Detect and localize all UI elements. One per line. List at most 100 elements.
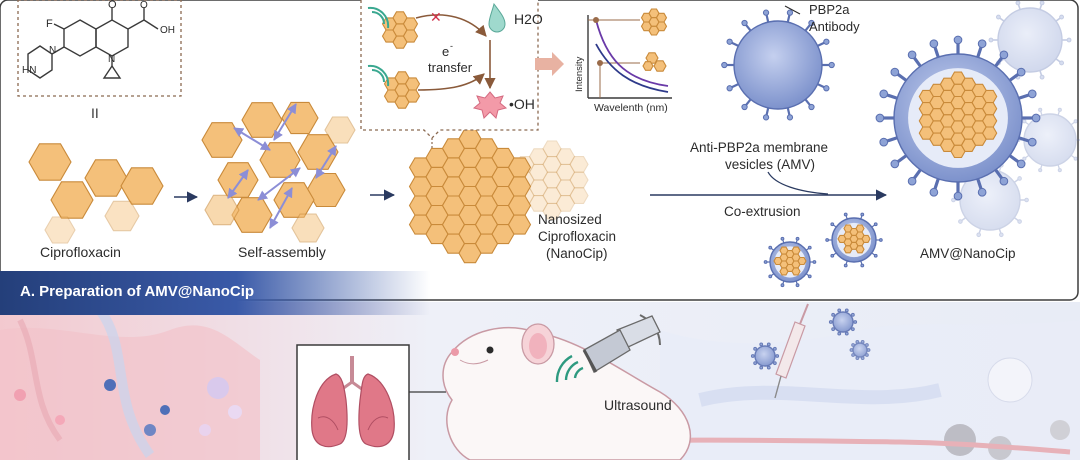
antibody-tip [741,19,748,27]
hexagon-particle [555,148,576,165]
atom-n-ring: N [108,54,115,65]
hexagon-particle [528,163,549,181]
antibody-tip [808,19,815,27]
hexagon-particle [507,157,532,178]
antibody-tip [929,187,939,197]
antibody-tip [726,85,733,92]
section-header-bar [0,271,430,315]
hexagon-particle [542,156,562,173]
antibody-tip [823,85,830,92]
antibody-tip [1027,137,1037,147]
label-amv-line2: vesicles (AMV) [725,157,815,172]
antibody-tip [1027,89,1037,99]
antibody-tip [907,50,917,60]
antibody-tip [1022,119,1027,124]
assembly-arrow [227,169,249,199]
ciprofloxacin-structure [27,8,159,79]
antibody-tip [780,283,785,288]
antibody-tip [1057,107,1062,112]
antibody-tip [768,245,773,250]
antibody-spike [1039,164,1043,171]
antibody-tip [1073,119,1078,124]
antibody-tip [766,365,771,370]
label-nanocip-line2: Ciprofloxacin [538,229,616,244]
assembly-arrow [233,127,271,151]
hexagon-particle [542,140,562,158]
vesicle [721,9,835,121]
antibody-spike [1057,164,1061,171]
antibody-spike [997,16,1005,22]
antibody-tip [1016,159,1026,169]
equivalence-symbol: II [91,105,99,121]
antibody-spike [1023,120,1030,126]
hexagon-particle [28,143,72,181]
arrow-blocked [415,14,487,37]
hexagon-particle [855,224,865,233]
label-nanocip-line3: (NanoCip) [546,246,608,261]
antibody-spike [998,228,1003,236]
atom-hn: HN [22,65,36,76]
label-e: e [442,44,449,59]
hexagon-particle [791,246,801,255]
antibody-tip [837,331,842,336]
label-oh: •OH [509,96,535,112]
hexagon-particle [507,195,532,216]
antibody-tip [1039,74,1045,80]
antibody-tip [808,103,815,111]
antibody-tip [750,354,755,358]
hexagon-particle [981,89,998,104]
antibody-tip [772,361,777,366]
antibody-tip [951,197,956,203]
antibody-tip [772,346,777,351]
hexagon-particle [981,126,998,140]
antibody-tip [807,274,812,279]
antibody-tip [1073,156,1078,161]
vesicle [875,35,1041,201]
antibody-tip [721,61,728,69]
antibody-tip [741,103,748,111]
antibody-tip [807,245,812,250]
label-ultrasound: Ultrasound [604,397,672,413]
hexagon-particle [797,256,807,266]
label-nanocip-line1: Nanosized [538,212,602,227]
antibody-tip [873,222,878,227]
antibody-tip [759,365,764,370]
antibody-tip [999,232,1004,238]
antibody-tip [843,212,848,217]
encapsulated-nanocip [837,224,871,254]
atom-n-piperazine: N [49,45,56,56]
antibody-tip [753,346,758,351]
spectrum-curve-blue [595,43,669,93]
hexagon-particle [855,245,865,254]
label-antibody-line1: PBP2a [809,2,850,17]
vesicle-membrane [832,311,854,333]
spectrum-curve-purple [595,19,669,87]
hexagon-particle [402,29,419,43]
hexagon-particle [507,176,532,197]
antibody-tip [977,187,987,197]
antibody-tip [890,67,900,77]
hexagon-particle [981,114,998,128]
ultrasound-waves-icon [555,354,584,383]
antibody-spike [1039,2,1043,10]
vesicle [828,308,858,336]
antibody-tip [1015,0,1021,6]
spectrum-ylabel: Intensity [574,56,585,92]
lungs-icon [311,356,395,448]
antibody-tip [1066,37,1072,43]
antibody-tip [879,137,889,147]
hexagon-particle [655,12,668,23]
antibody-tip [768,274,773,279]
antibody-tip [1039,0,1045,6]
antibody-tip [953,191,963,201]
antibody-tip [1038,168,1043,173]
antibody-tip [953,35,963,45]
syringe-icon [774,303,809,399]
hexagon-particle [542,202,562,220]
antibody-spike [1039,70,1043,78]
mouse-eye [486,346,494,354]
hexagon-particle [528,148,549,165]
label-amv-nanocip: AMV@NanoCip [920,246,1016,261]
mouse-illustration [442,323,1071,460]
